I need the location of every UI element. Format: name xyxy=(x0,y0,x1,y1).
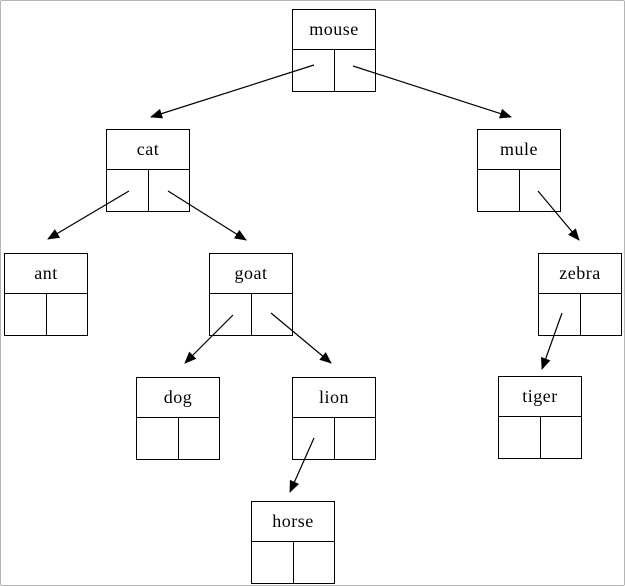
node-goat-pointer-cells xyxy=(210,294,292,335)
edge-mouse-left-to-cat xyxy=(150,64,315,119)
node-dog-left-pointer-cell xyxy=(137,418,179,459)
node-zebra: zebra xyxy=(538,253,622,336)
node-horse-label: horse xyxy=(252,502,334,542)
node-goat-right-pointer-cell xyxy=(252,294,293,335)
node-tiger-pointer-cells xyxy=(499,417,581,458)
node-cat-left-pointer-cell xyxy=(107,170,149,211)
node-mouse-right-pointer-cell xyxy=(335,50,376,91)
node-goat: goat xyxy=(209,253,293,336)
node-zebra-right-pointer-cell xyxy=(581,294,622,335)
node-mule-right-pointer-cell xyxy=(520,170,561,211)
node-ant-pointer-cells xyxy=(5,294,87,335)
node-mule-label: mule xyxy=(478,130,560,170)
node-mouse-label: mouse xyxy=(293,10,375,50)
node-tiger-label: tiger xyxy=(499,377,581,417)
node-mouse-pointer-cells xyxy=(293,50,375,91)
node-horse-pointer-cells xyxy=(252,542,334,583)
node-zebra-pointer-cells xyxy=(539,294,621,335)
node-lion-left-pointer-cell xyxy=(293,418,335,459)
node-horse-left-pointer-cell xyxy=(252,542,294,583)
node-tiger-left-pointer-cell xyxy=(499,417,541,458)
node-cat-right-pointer-cell xyxy=(149,170,190,211)
node-ant: ant xyxy=(4,253,88,336)
node-mule: mule xyxy=(477,129,561,212)
node-lion-right-pointer-cell xyxy=(335,418,376,459)
node-goat-left-pointer-cell xyxy=(210,294,252,335)
node-dog-right-pointer-cell xyxy=(179,418,220,459)
node-goat-label: goat xyxy=(210,254,292,294)
edge-mouse-right-to-mule xyxy=(352,65,512,119)
node-cat-pointer-cells xyxy=(107,170,189,211)
node-zebra-left-pointer-cell xyxy=(539,294,581,335)
node-lion: lion xyxy=(292,377,376,460)
node-mouse-left-pointer-cell xyxy=(293,50,335,91)
node-horse-right-pointer-cell xyxy=(294,542,335,583)
node-tiger: tiger xyxy=(498,376,582,459)
node-mule-left-pointer-cell xyxy=(478,170,520,211)
node-cat-label: cat xyxy=(107,130,189,170)
node-ant-label: ant xyxy=(5,254,87,294)
node-dog-pointer-cells xyxy=(137,418,219,459)
node-lion-label: lion xyxy=(293,378,375,418)
node-horse: horse xyxy=(251,501,335,584)
node-tiger-right-pointer-cell xyxy=(541,417,582,458)
node-lion-pointer-cells xyxy=(293,418,375,459)
node-mouse: mouse xyxy=(292,9,376,92)
node-dog: dog xyxy=(136,377,220,460)
node-dog-label: dog xyxy=(137,378,219,418)
node-mule-pointer-cells xyxy=(478,170,560,211)
node-ant-right-pointer-cell xyxy=(47,294,88,335)
node-ant-left-pointer-cell xyxy=(5,294,47,335)
node-zebra-label: zebra xyxy=(539,254,621,294)
node-cat: cat xyxy=(106,129,190,212)
